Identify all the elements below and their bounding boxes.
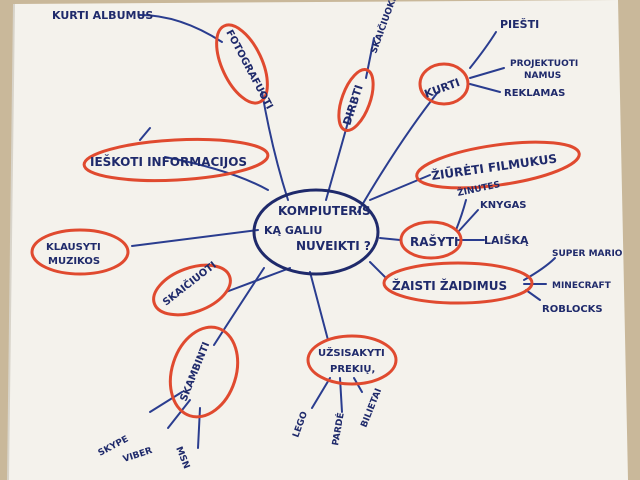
label-klausyti-1: KLAUSYTI — [46, 242, 101, 253]
red-rings — [30, 23, 581, 419]
label-laiska: LAIŠKĄ — [484, 234, 529, 247]
label-roblox: ROBLOCKS — [542, 304, 603, 315]
label-knygas: KNYGAS — [480, 200, 527, 211]
label-super-mario: SUPER MARIO — [552, 249, 623, 259]
center-ellipse — [252, 188, 380, 276]
label-uzsisakyti-1: UŽSISAKYTI — [318, 346, 385, 359]
label-minecraft: MINECRAFT — [552, 281, 612, 291]
paper-edge-left — [7, 3, 15, 480]
label-rasyti: RAŠYTI — [410, 234, 459, 249]
connector-lines — [131, 14, 556, 449]
label-piesti: PIEŠTI — [500, 18, 539, 31]
label-projektuoti-1: PROJEKTUOTI — [510, 59, 578, 69]
center-label-line2: KĄ GALIU — [264, 224, 322, 237]
label-kurti-albumus: KURTI ALBUMUS — [52, 9, 153, 22]
label-projektuoti-2: NAMUS — [524, 71, 561, 81]
label-zaisti: ŽAISTI ŽAIDIMUS — [392, 278, 507, 293]
center-label-line1: KOMPIUTERIS — [278, 204, 371, 218]
label-reklamas: REKLAMAS — [504, 88, 565, 99]
label-ieskoti: IEŠKOTI INFORMACIJOS — [90, 154, 247, 169]
label-klausyti-2: MUZIKOS — [48, 256, 100, 267]
paper-sheet — [8, 0, 628, 480]
center-label-line3: NUVEIKTI ? — [296, 239, 371, 253]
label-uzsisakyti-2: PREKIŲ, — [330, 364, 375, 375]
